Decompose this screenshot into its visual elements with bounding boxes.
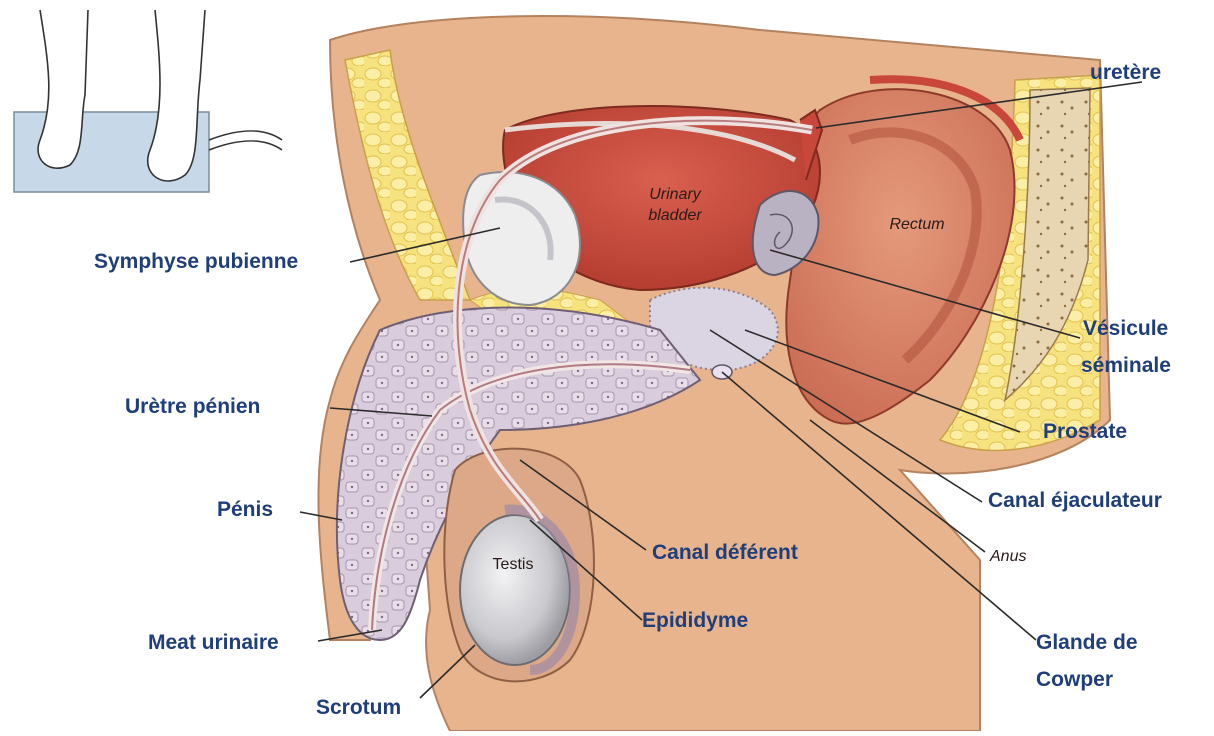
- label-uretre-penien: Urètre pénien: [125, 394, 260, 420]
- bladder-label-line2: bladder: [625, 206, 725, 225]
- label-glande-line2: Cowper: [1036, 667, 1113, 693]
- label-vesicule-line1: Vésicule: [1083, 316, 1168, 342]
- label-glande-line1: Glande de: [1036, 630, 1138, 656]
- testis-label: Testis: [468, 555, 558, 574]
- label-epididyme: Epididyme: [642, 608, 748, 634]
- label-vesicule-line2: séminale: [1081, 353, 1171, 379]
- rectum-label: Rectum: [872, 215, 962, 234]
- label-penis: Pénis: [217, 497, 273, 523]
- label-canal-deferent: Canal déférent: [652, 540, 798, 566]
- label-canal-ejaculateur: Canal éjaculateur: [988, 488, 1162, 514]
- label-anus: Anus: [990, 547, 1050, 566]
- label-scrotum: Scrotum: [316, 695, 401, 721]
- label-meat-urinaire: Meat urinaire: [148, 630, 279, 656]
- bladder-label-line1: Urinary: [625, 185, 725, 204]
- label-uretere: uretère: [1090, 60, 1161, 86]
- label-symphyse-pubienne: Symphyse pubienne: [94, 249, 298, 275]
- inset-sketch: [14, 10, 282, 192]
- label-prostate: Prostate: [1043, 419, 1127, 445]
